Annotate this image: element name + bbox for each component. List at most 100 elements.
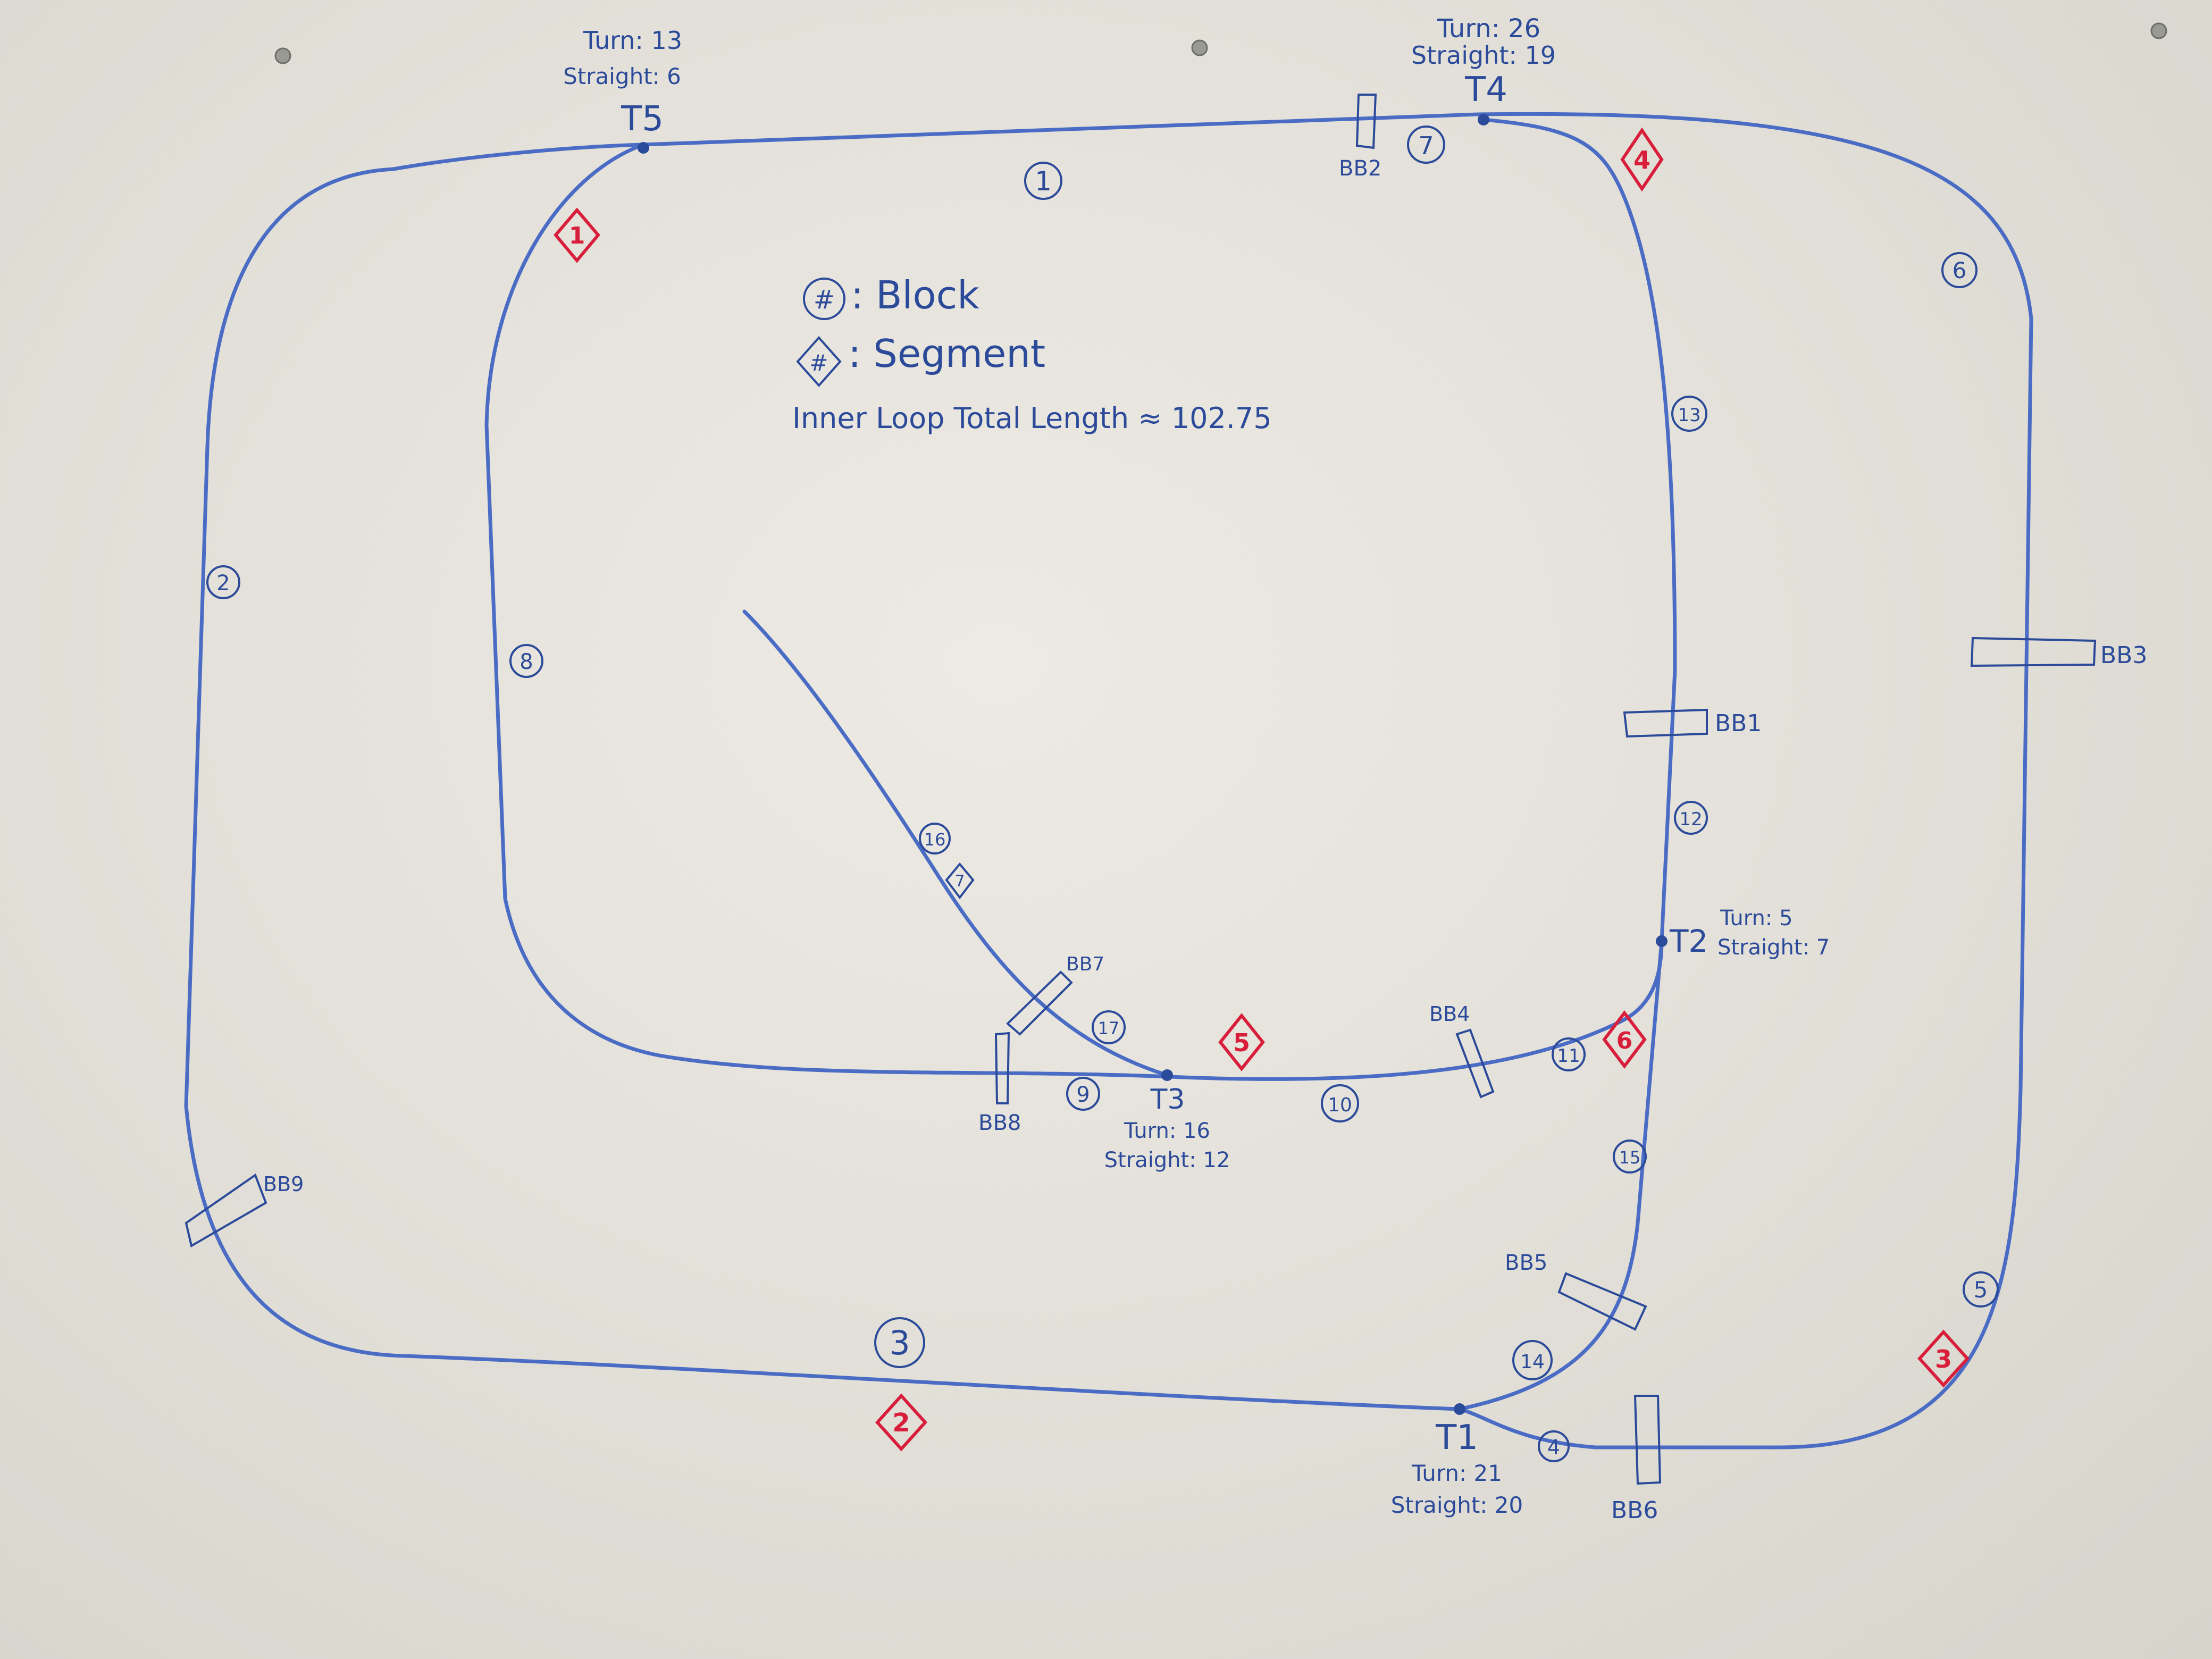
svg-text:5: 5 <box>1233 1028 1250 1057</box>
svg-text:9: 9 <box>1076 1083 1090 1107</box>
svg-text:Turn: 13: Turn: 13 <box>583 26 682 55</box>
block-3-marker[interactable]: 3 <box>874 1317 925 1368</box>
segment-2-marker[interactable]: 2 <box>875 1393 928 1452</box>
block-13-marker[interactable]: 13 <box>1671 396 1707 432</box>
bumper-bb9[interactable]: BB9 <box>185 1172 304 1248</box>
legend-segment-symbol <box>796 336 842 388</box>
turnout-t1-label: T1 Turn: 21 Straight: 20 <box>1391 1418 1523 1518</box>
svg-text:10: 10 <box>1328 1094 1352 1116</box>
svg-text:T1: T1 <box>1435 1418 1478 1457</box>
svg-text:BB4: BB4 <box>1429 1002 1470 1026</box>
svg-text:Straight: 19: Straight: 19 <box>1411 41 1556 70</box>
svg-text:BB8: BB8 <box>978 1111 1021 1135</box>
block-14-marker[interactable]: 14 <box>1512 1340 1553 1380</box>
svg-text:T4: T4 <box>1464 70 1507 110</box>
legend-block-symbol-text: # <box>814 285 835 315</box>
bumper-bb3[interactable]: BB3 <box>1970 636 2147 669</box>
screw-icon <box>1191 39 1208 56</box>
svg-text:3: 3 <box>1935 1345 1952 1373</box>
svg-text:5: 5 <box>1974 1277 1988 1303</box>
block-6-marker[interactable]: 6 <box>1941 252 1978 288</box>
svg-text:Turn: 21: Turn: 21 <box>1411 1460 1502 1486</box>
block-4-marker[interactable]: 4 <box>1538 1430 1570 1462</box>
inner-loop-length-note: Inner Loop Total Length ≈ 102.75 <box>792 401 1272 435</box>
svg-text:6: 6 <box>1616 1027 1633 1054</box>
svg-text:12: 12 <box>1679 809 1702 830</box>
crossover-track <box>1457 939 1664 1411</box>
screw-icon <box>274 47 291 64</box>
svg-text:13: 13 <box>1678 405 1700 426</box>
bumper-bb6[interactable]: BB6 <box>1611 1395 1662 1524</box>
inner-loop-track <box>484 118 1677 1081</box>
bumper-bb1[interactable]: BB1 <box>1623 708 1762 738</box>
segment-3-marker[interactable]: 3 <box>1917 1329 1970 1388</box>
bumper-bb2[interactable]: BB2 <box>1339 94 1381 181</box>
block-12-marker[interactable]: 12 <box>1674 801 1708 835</box>
bumper-bb8[interactable]: BB8 <box>978 1032 1021 1135</box>
block-markers: 1 2 3 4 5 6 7 8 9 10 11 12 13 14 15 16 1… <box>206 125 1999 1462</box>
svg-text:T5: T5 <box>621 99 664 139</box>
svg-text:11: 11 <box>1557 1045 1580 1067</box>
segment-6-marker[interactable]: 6 <box>1602 1010 1647 1069</box>
legend-block-label: : Block <box>851 273 979 317</box>
block-11-marker[interactable]: 11 <box>1552 1037 1586 1071</box>
bumper-bb7[interactable]: BB7 <box>1006 953 1104 1036</box>
svg-text:T3: T3 <box>1150 1084 1185 1116</box>
svg-text:Straight: 20: Straight: 20 <box>1391 1492 1523 1518</box>
turnout-t5-label: Turn: 13 Straight: 6 T5 <box>563 26 682 139</box>
svg-text:BB1: BB1 <box>1715 710 1762 737</box>
svg-text:BB9: BB9 <box>263 1172 304 1196</box>
svg-text:Turn: 5: Turn: 5 <box>1720 906 1792 931</box>
segment-markers: 1 2 3 4 5 6 7 <box>554 127 1970 1452</box>
bumper-bb5[interactable]: BB5 <box>1505 1251 1647 1331</box>
svg-text:7: 7 <box>1418 131 1434 160</box>
block-2-marker[interactable]: 2 <box>206 565 240 599</box>
segment-4-marker[interactable]: 4 <box>1620 127 1664 192</box>
svg-text:14: 14 <box>1520 1351 1545 1373</box>
legend: # : Block # : Segment Inner Loop Total L… <box>792 273 1272 435</box>
svg-text:6: 6 <box>1953 257 1967 283</box>
bumper-bb4[interactable]: BB4 <box>1429 1002 1495 1099</box>
block-10-marker[interactable]: 10 <box>1321 1084 1359 1122</box>
block-17-marker[interactable]: 17 <box>1092 1010 1126 1044</box>
turnout-t2-marker[interactable] <box>1656 935 1668 947</box>
block-9-marker[interactable]: 9 <box>1066 1077 1100 1111</box>
svg-text:BB3: BB3 <box>2100 642 2147 669</box>
svg-text:15: 15 <box>1619 1147 1641 1168</box>
turnout-t2-label: T2 Turn: 5 Straight: 7 <box>1669 906 1830 960</box>
turnout-t5-marker[interactable] <box>638 142 649 154</box>
block-16-marker[interactable]: 16 <box>919 823 951 854</box>
block-7-marker[interactable]: 7 <box>1407 125 1445 164</box>
turnout-t1-marker[interactable] <box>1454 1403 1465 1415</box>
block-1-marker[interactable]: 1 <box>1024 162 1062 200</box>
svg-text:1: 1 <box>1035 166 1052 197</box>
segment-7-marker[interactable]: 7 <box>945 862 975 900</box>
turnout-t4-label: Turn: 26 Straight: 19 T4 <box>1411 14 1556 110</box>
bumpers: BB1 BB2 BB3 BB4 BB5 BB6 BB7 BB8 <box>185 94 2147 1524</box>
svg-text:4: 4 <box>1633 146 1650 174</box>
outer-loop-track <box>184 112 2033 1449</box>
svg-text:8: 8 <box>520 650 533 674</box>
svg-text:4: 4 <box>1547 1436 1560 1459</box>
turnout-t4-marker[interactable] <box>1478 114 1489 125</box>
block-15-marker[interactable]: 15 <box>1613 1139 1647 1174</box>
svg-text:3: 3 <box>889 1323 910 1362</box>
segment-5-marker[interactable]: 5 <box>1218 1013 1265 1071</box>
svg-text:1: 1 <box>569 222 585 249</box>
spur-track <box>742 609 1169 1077</box>
block-5-marker[interactable]: 5 <box>1963 1271 1999 1308</box>
svg-text:7: 7 <box>954 872 965 891</box>
screw-icon <box>2150 22 2167 39</box>
block-8-marker[interactable]: 8 <box>509 644 543 678</box>
legend-segment-label: : Segment <box>848 331 1045 376</box>
svg-text:Straight: 7: Straight: 7 <box>1717 935 1830 960</box>
svg-text:Turn: 26: Turn: 26 <box>1437 14 1540 44</box>
svg-text:2: 2 <box>216 571 230 596</box>
segment-1-marker[interactable]: 1 <box>554 207 600 263</box>
svg-text:16: 16 <box>924 830 946 850</box>
svg-text:Straight: 6: Straight: 6 <box>563 63 681 89</box>
svg-text:2: 2 <box>892 1408 910 1438</box>
turnout-t3-marker[interactable] <box>1161 1069 1173 1081</box>
